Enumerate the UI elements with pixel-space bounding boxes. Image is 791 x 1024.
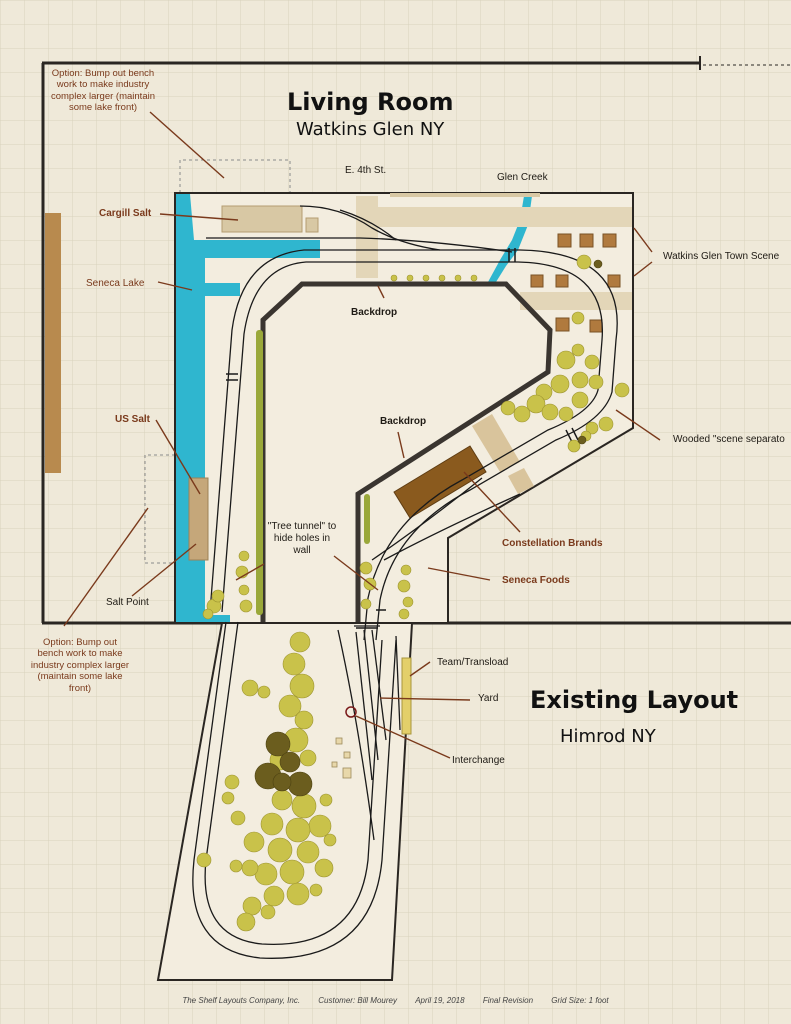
constellation-label: Constellation Brands <box>502 538 603 549</box>
seneca-lake <box>176 194 320 622</box>
track-ties <box>226 248 579 629</box>
cargill-salt-building <box>221 205 303 233</box>
existing-structures <box>331 737 352 779</box>
footer-revision: Final Revision <box>482 996 534 1005</box>
seneca-foods-label: Seneca Foods <box>502 575 570 586</box>
footer: The Shelf Layouts Company, Inc. Customer… <box>0 996 791 1005</box>
leader-lines <box>63 111 661 759</box>
town-roads <box>356 193 632 310</box>
constellation-brands-building <box>393 445 487 519</box>
existing-layout-title: Existing Layout <box>530 686 739 714</box>
footer-customer: Customer: Bill Mourey <box>318 996 397 1005</box>
glen-creek-label: Glen Creek <box>497 172 548 183</box>
existing-layout-city: Himrod NY <box>560 726 656 747</box>
option-bottom-label: Option: Bump out bench work to make indu… <box>30 637 130 694</box>
interchange-label: Interchange <box>452 755 505 766</box>
team-transload-label: Team/Transload <box>437 657 509 668</box>
trees-dark <box>254 259 603 797</box>
yard-label: Yard <box>478 693 499 704</box>
footer-date: April 19, 2018 <box>415 996 465 1005</box>
track <box>192 205 618 959</box>
backdrop <box>260 281 553 622</box>
backdrop-top-label: Backdrop <box>351 307 398 318</box>
seneca-lake-label: Seneca Lake <box>86 278 145 289</box>
cargill-label: Cargill Salt <box>99 208 152 219</box>
watkins-town-label: Watkins Glen Town Scene <box>663 251 780 262</box>
team-transload-pad <box>401 657 412 735</box>
us-salt-label: US Salt <box>115 414 151 425</box>
e4th-label: E. 4th St. <box>345 165 387 176</box>
tree-tunnel-label: "Tree tunnel" to hide holes in wall <box>267 521 337 556</box>
option-outlines <box>144 159 291 564</box>
salt-point-label: Salt Point <box>106 597 149 608</box>
cargill-salt-annex <box>305 217 319 233</box>
interchange-marker <box>345 706 357 718</box>
industry-pads <box>472 414 534 494</box>
town-buildings <box>530 233 621 333</box>
living-room-title: Living Room <box>287 88 454 116</box>
option-top-label: Option: Bump out bench work to make indu… <box>50 68 155 114</box>
wall-shelf <box>45 213 61 473</box>
footer-company: The Shelf Layouts Company, Inc. <box>182 996 301 1005</box>
backdrop-mid-label: Backdrop <box>380 416 427 427</box>
tree-strip <box>256 330 370 615</box>
footer-grid: Grid Size: 1 foot <box>551 996 609 1005</box>
us-salt-building <box>188 477 209 561</box>
trees <box>196 254 630 932</box>
wooded-label: Wooded "scene separato <box>673 434 785 445</box>
living-room-city: Watkins Glen NY <box>296 119 445 140</box>
